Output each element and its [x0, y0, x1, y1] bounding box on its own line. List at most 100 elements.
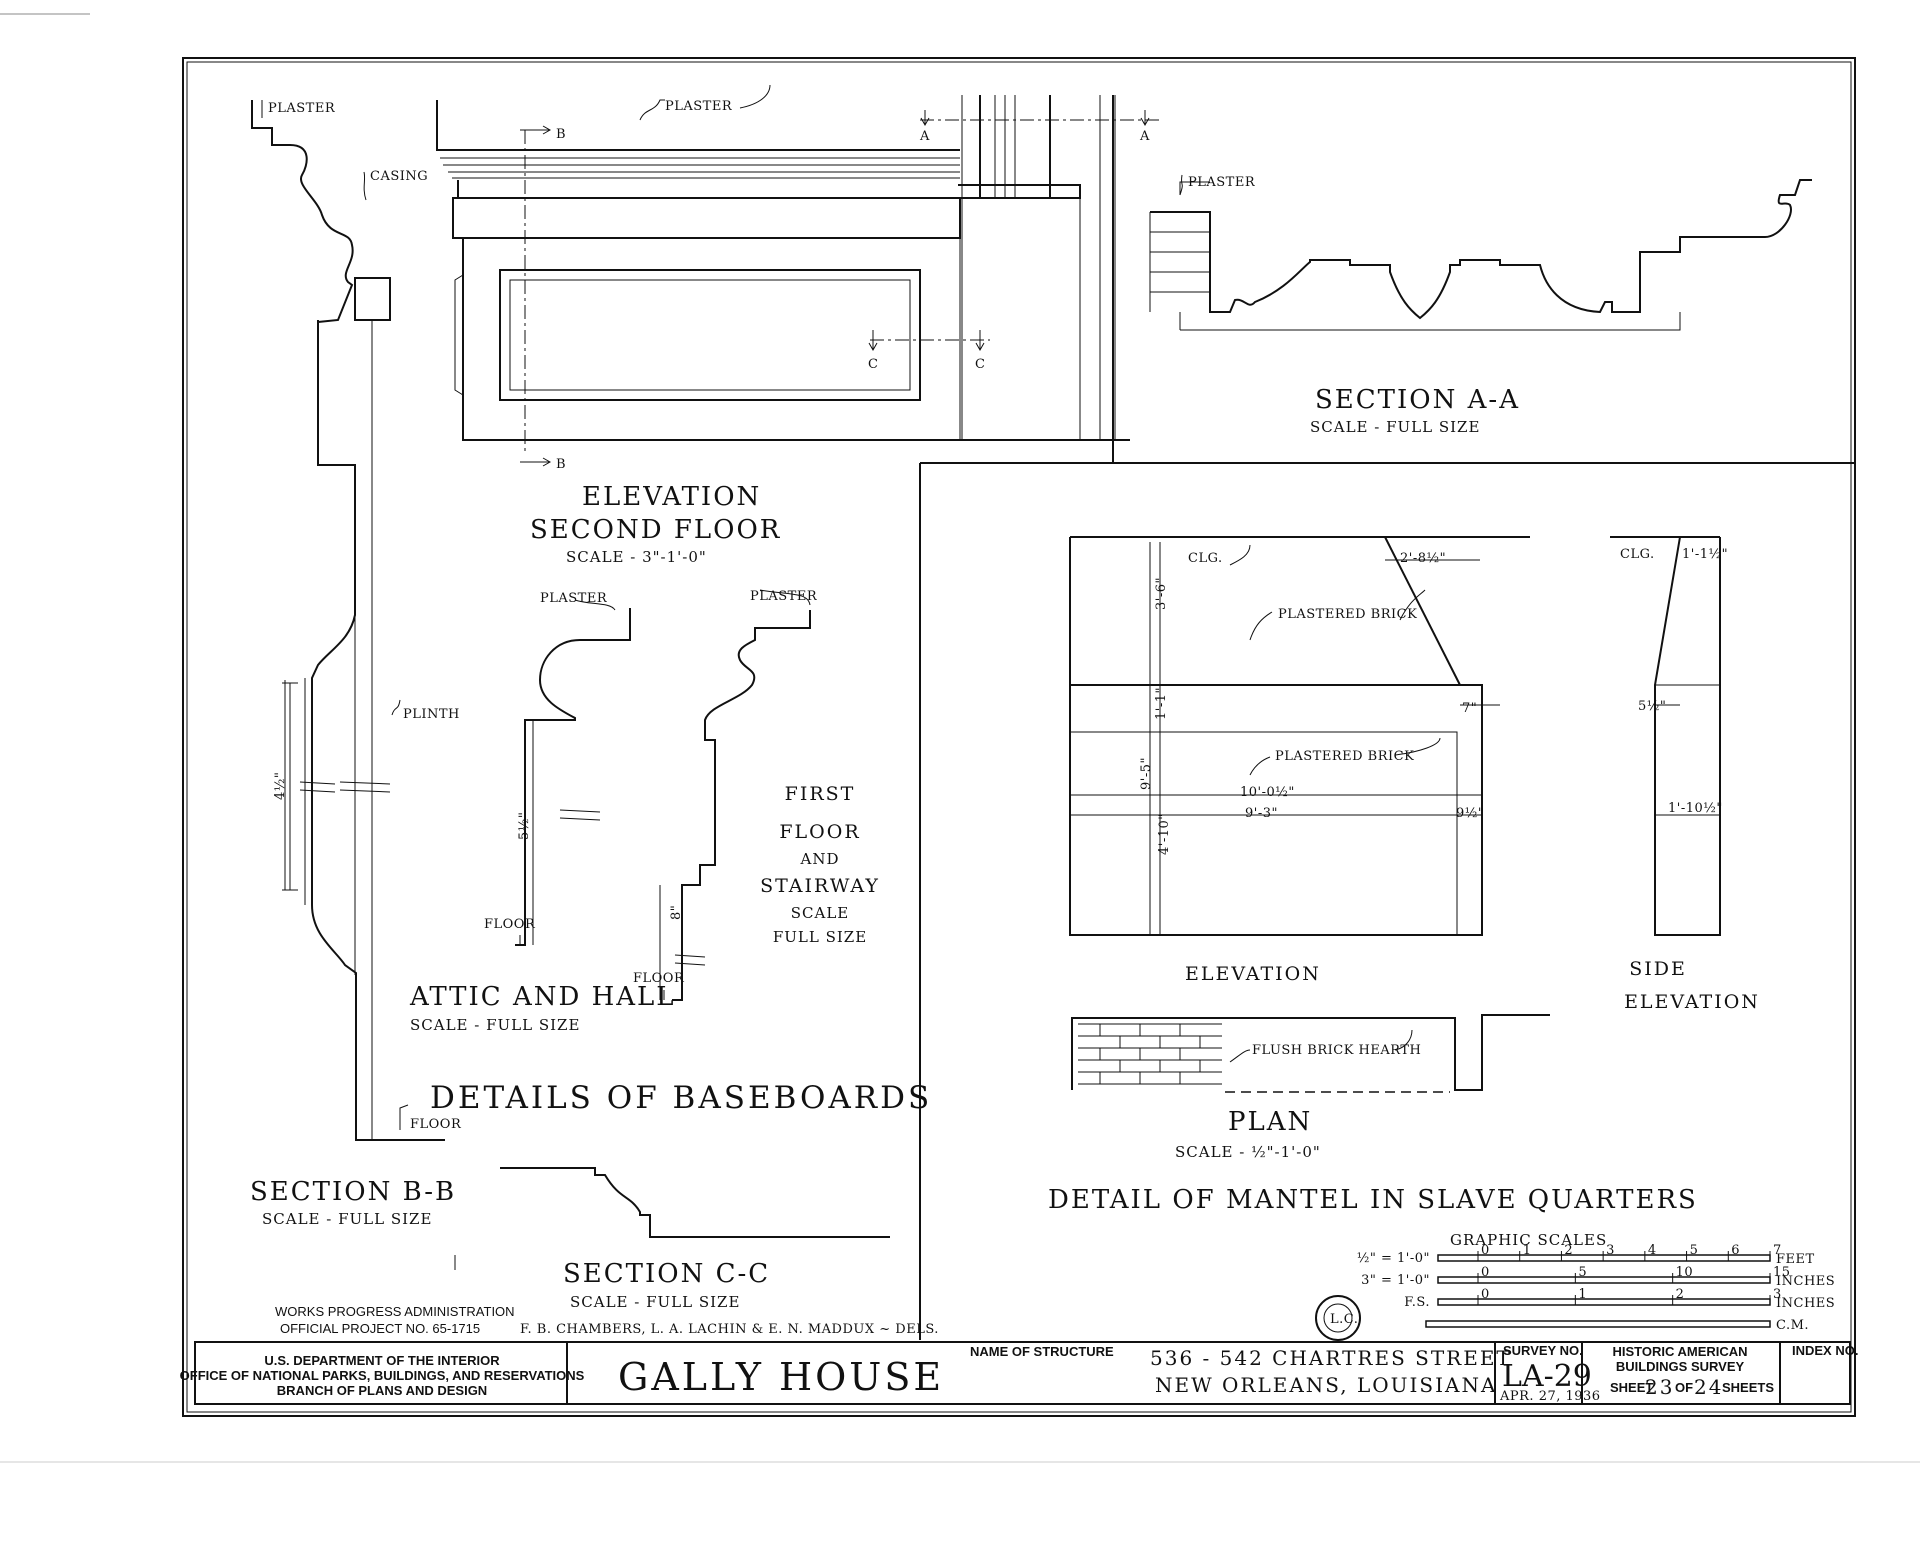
survey-label: SURVEY NO.: [1503, 1343, 1583, 1358]
sheet-word: SHEET: [1610, 1380, 1653, 1395]
section-aa-title: SECTION A-A: [1315, 385, 1520, 415]
side-elevation-drawing: [1610, 536, 1721, 936]
address-line1: 536 - 542 CHARTRES STREET: [1150, 1346, 1512, 1370]
address-line2: NEW ORLEANS, LOUISIANA: [1155, 1373, 1497, 1397]
of-word: OF: [1675, 1380, 1693, 1395]
dim-9-5: 9'-5": [1139, 757, 1154, 790]
scale-tick-label: 4: [1648, 1243, 1657, 1258]
elevation-title-line1: ELEVATION: [582, 482, 761, 512]
habs-line1: HISTORIC AMERICAN: [1612, 1344, 1747, 1359]
side-label-clg: CLG.: [1620, 547, 1655, 562]
scale-tick-label: 0: [1481, 1265, 1490, 1280]
name-of-structure-label: NAME OF STRUCTURE: [970, 1344, 1114, 1359]
mantel-elevation-label: ELEVATION: [1185, 963, 1321, 985]
dim-1-1: 1'-1": [1154, 687, 1169, 720]
label-floor-stair: FLOOR: [633, 971, 685, 986]
side-elevation-line1: SIDE: [1629, 958, 1687, 980]
habs-line2: BUILDINGS SURVEY: [1616, 1359, 1745, 1374]
scale-unit: INCHES: [1776, 1296, 1835, 1311]
first-floor-line-4: STAIRWAY: [760, 875, 880, 897]
first-floor-line-2: FLOOR: [779, 821, 860, 843]
label-floor-attic: FLOOR: [484, 917, 536, 932]
dim-3-6: 3'-6": [1154, 577, 1169, 610]
first-floor-line-5: SCALE: [791, 904, 850, 922]
seal-text: L.C.: [1330, 1312, 1358, 1327]
scale-tick-label: 15: [1773, 1265, 1791, 1280]
section-bb-title: SECTION B-B: [250, 1177, 456, 1207]
scale-unit: C.M.: [1776, 1318, 1809, 1333]
scale-unit: INCHES: [1776, 1274, 1835, 1289]
cut-c-left: C: [868, 357, 878, 372]
plan-title: PLAN: [1228, 1107, 1312, 1137]
dim-four-half: 4½": [273, 772, 288, 800]
label-hearth: FLUSH BRICK HEARTH: [1252, 1043, 1421, 1058]
dim-9-3: 9'-3": [1245, 806, 1278, 821]
scale-tick-label: 1: [1578, 1287, 1587, 1302]
side-dim-1-10half: 1'-10½": [1668, 801, 1723, 816]
section-cc-title: SECTION C-C: [563, 1259, 770, 1289]
delineators: F. B. CHAMBERS, L. A. LACHIN & E. N. MAD…: [520, 1322, 939, 1337]
scale-bar: [1425, 1320, 1771, 1328]
first-floor-line-1: FIRST: [785, 783, 856, 805]
dim-7: 7": [1462, 701, 1477, 716]
scale-tick-label: 7: [1773, 1243, 1782, 1258]
sheet-count: SHEET 23 OF 24 SHEETS: [1610, 1375, 1774, 1399]
label-plinth: PLINTH: [403, 707, 460, 722]
wpa-line1: WORKS PROGRESS ADMINISTRATION: [275, 1304, 515, 1319]
dim-five-half: 5½": [517, 812, 532, 840]
attic-hall-title: ATTIC AND HALL: [409, 982, 676, 1012]
section-cc-drawing: [454, 1167, 890, 1270]
scale-label: 3" = 1'-0": [1361, 1273, 1430, 1288]
first-floor-block: FIRST FLOOR AND STAIRWAY SCALE FULL SIZE: [760, 783, 880, 946]
mantel-detail-title: DETAIL OF MANTEL IN SLAVE QUARTERS: [1048, 1185, 1698, 1215]
dim-9half: 9½": [1456, 806, 1484, 821]
wpa-line2: OFFICIAL PROJECT NO. 65-1715: [280, 1321, 480, 1336]
side-dim-5half: 5½": [1638, 699, 1666, 714]
sheet-number: 23: [1645, 1375, 1674, 1399]
scale-tick-label: 6: [1731, 1243, 1740, 1258]
survey-number: LA-29: [1502, 1359, 1592, 1394]
elevation-drawing: [436, 84, 1160, 467]
label-plaster-aa: PLASTER: [1188, 175, 1256, 190]
elevation-scale: SCALE - 3"-1'-0": [566, 548, 707, 566]
attic-hall-profile: [515, 599, 631, 946]
dim-4-10: 4'-10": [1157, 813, 1172, 855]
graphic-scales-title: GRAPHIC SCALES: [1450, 1231, 1607, 1249]
agency-line1: U.S. DEPARTMENT OF THE INTERIOR: [264, 1353, 500, 1368]
scale-unit: FEET: [1776, 1252, 1815, 1267]
label-floor-bb: FLOOR: [410, 1117, 462, 1132]
label-plastered-brick-1: PLASTERED BRICK: [1278, 607, 1417, 622]
scale-tick-label: 2: [1676, 1287, 1685, 1302]
cut-c-right: C: [975, 357, 985, 372]
scale-label: ½" = 1'-0": [1357, 1251, 1430, 1266]
library-seal: L.C.: [1315, 1295, 1361, 1341]
scale-tick-label: 3: [1773, 1287, 1782, 1302]
structure-name: GALLY HOUSE: [618, 1355, 944, 1399]
stairway-profile: [659, 589, 811, 1001]
cut-b-top: B: [556, 127, 566, 142]
scale-row: C.M.: [1425, 1318, 1809, 1333]
dim-2-8half: 2'-8½": [1400, 551, 1446, 566]
section-bb-scale: SCALE - FULL SIZE: [262, 1210, 432, 1228]
survey-date: APR. 27, 1936: [1499, 1389, 1601, 1404]
cut-b-bottom: B: [556, 457, 566, 472]
cut-a-right: A: [1139, 129, 1150, 144]
sheet-border: [182, 57, 1856, 1417]
mantel-elevation-drawing: [1069, 536, 1530, 936]
scale-tick-label: 3: [1606, 1243, 1615, 1258]
section-cc-scale: SCALE - FULL SIZE: [570, 1293, 740, 1311]
mantel-plan-drawing: [1071, 1014, 1550, 1093]
scale-tick-label: 0: [1481, 1287, 1490, 1302]
dim-10-0half: 10'-0½": [1240, 785, 1295, 800]
scale-tick-label: 2: [1564, 1243, 1573, 1258]
attic-hall-scale: SCALE - FULL SIZE: [410, 1016, 580, 1034]
scale-tick-label: 1: [1523, 1243, 1532, 1258]
label-plaster-elev: PLASTER: [665, 99, 733, 114]
total-sheets: 24: [1694, 1375, 1723, 1399]
plan-scale: SCALE - ½"-1'-0": [1175, 1143, 1321, 1161]
sheets-word: SHEETS: [1722, 1380, 1774, 1395]
title-block: [194, 1341, 1851, 1405]
